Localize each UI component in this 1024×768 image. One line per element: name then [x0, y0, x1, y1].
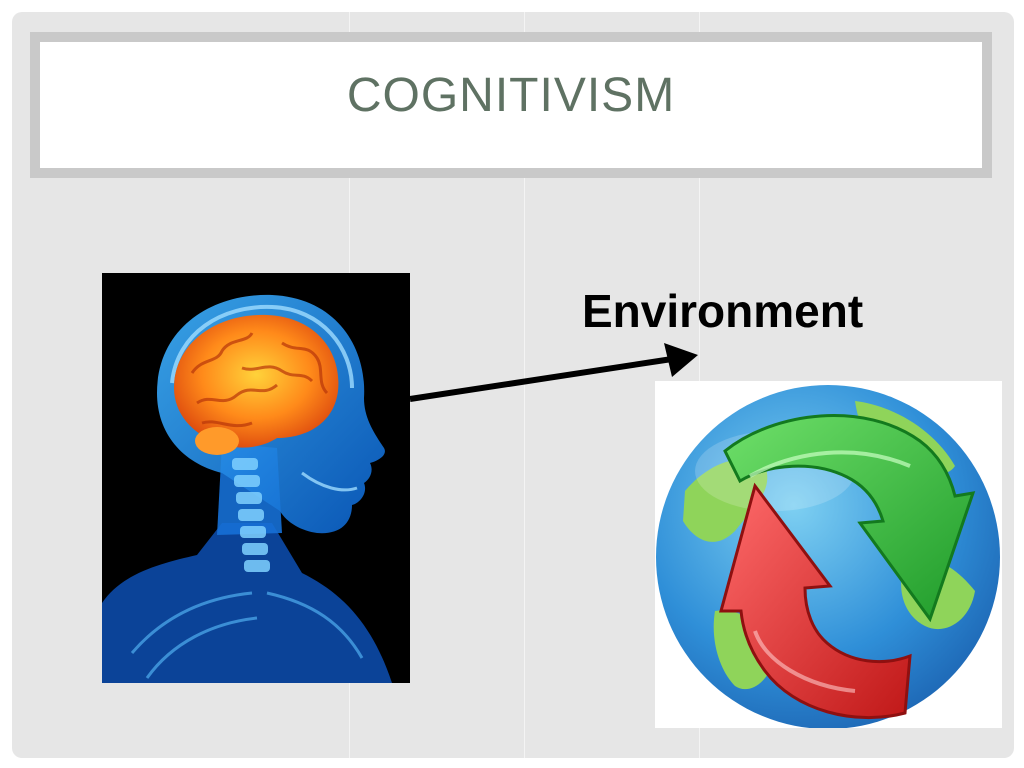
arrow-shaft [409, 356, 673, 402]
brain-xray-image [102, 273, 410, 683]
slide-title: COGNITIVISM [346, 68, 676, 122]
title-box: COGNITIVISM [40, 42, 982, 168]
globe-illustration [656, 385, 1000, 729]
connector-arrow [409, 343, 698, 402]
title-frame: COGNITIVISM [30, 32, 992, 178]
slide: COGNITIVISM [12, 12, 1014, 758]
arrow-head [664, 343, 698, 377]
environment-label: Environment [582, 285, 864, 337]
globe-arrows-image [655, 381, 1002, 729]
background-stripe [524, 12, 525, 758]
brain-xray-illustration [102, 294, 392, 683]
